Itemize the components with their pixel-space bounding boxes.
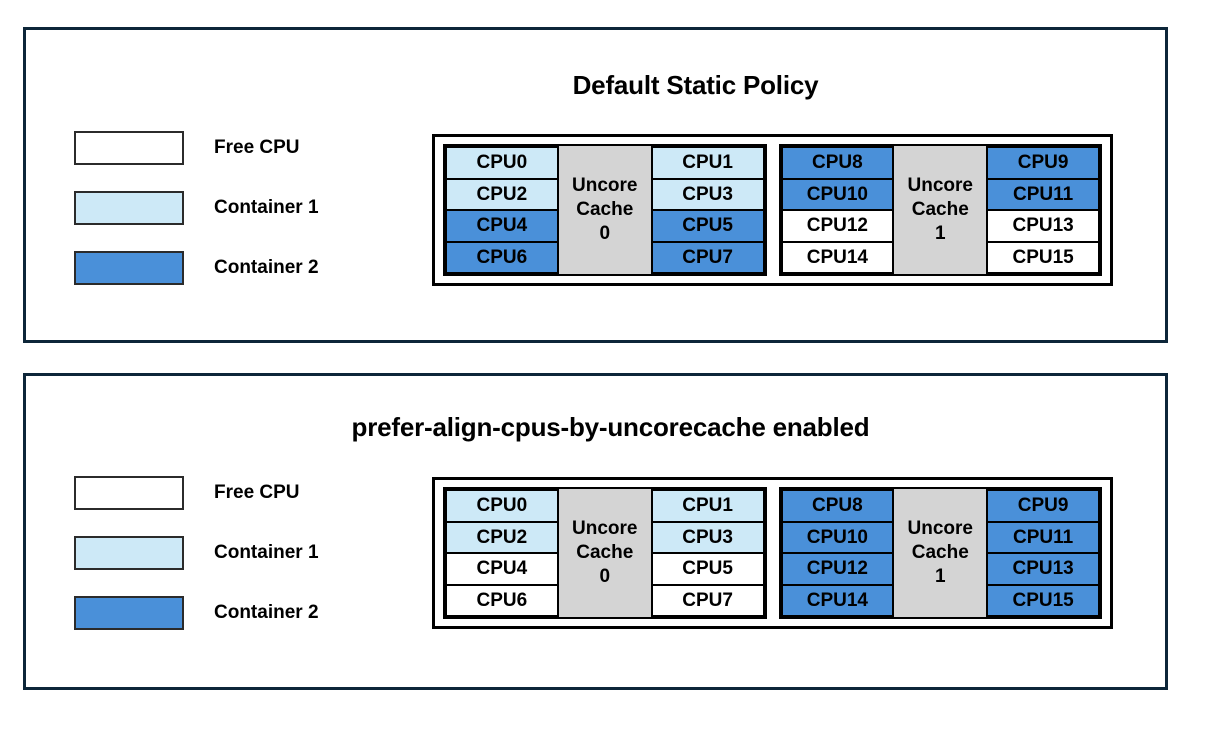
cpu-cell: CPU4 bbox=[445, 552, 559, 586]
uncore-cache-index: 0 bbox=[599, 566, 611, 588]
uncore-cache-group-1: CPU8 CPU10 CPU12 CPU14 Uncore Cache 1 CP… bbox=[778, 144, 1102, 276]
cpu-column-right: CPU1 CPU3 CPU5 CPU7 bbox=[650, 489, 765, 617]
cpu-cell: CPU5 bbox=[650, 209, 765, 243]
legend-label-free-cpu: Free CPU bbox=[214, 137, 300, 158]
cpu-column-right: CPU9 CPU11 CPU13 CPU15 bbox=[986, 489, 1100, 617]
cpu-topology-diagram: CPU0 CPU2 CPU4 CPU6 Uncore Cache 0 CPU1 … bbox=[432, 134, 1113, 286]
uncore-cache-group-1: CPU8 CPU10 CPU12 CPU14 Uncore Cache 1 CP… bbox=[778, 487, 1102, 619]
cpu-column-left: CPU8 CPU10 CPU12 CPU14 bbox=[780, 146, 895, 274]
legend-item-container-1: Container 1 bbox=[74, 535, 319, 571]
cpu-cell: CPU1 bbox=[650, 146, 765, 180]
cpu-cell: CPU13 bbox=[986, 552, 1100, 586]
cpu-cell: CPU11 bbox=[986, 177, 1100, 211]
uncore-cache-box: Uncore Cache 1 bbox=[894, 489, 987, 617]
cpu-cell: CPU12 bbox=[780, 552, 895, 586]
cpu-cell: CPU6 bbox=[445, 583, 559, 617]
legend-label-container-1: Container 1 bbox=[214, 542, 319, 563]
page-title: Default Static Policy bbox=[572, 70, 819, 100]
cpu-cell: CPU5 bbox=[650, 552, 765, 586]
legend-item-container-2: Container 2 bbox=[74, 250, 319, 286]
cpu-column-left: CPU0 CPU2 CPU4 CPU6 bbox=[445, 489, 559, 617]
cpu-cell: CPU8 bbox=[780, 489, 895, 523]
legend-swatch-container-2 bbox=[74, 596, 184, 630]
cpu-column-right: CPU9 CPU11 CPU13 CPU15 bbox=[986, 146, 1100, 274]
cpu-cell: CPU7 bbox=[650, 240, 765, 274]
policy-panel-prefer-align: prefer-align-cpus-by-uncorecache enabled… bbox=[23, 373, 1168, 690]
cpu-cell: CPU1 bbox=[650, 489, 765, 523]
legend-item-container-2: Container 2 bbox=[74, 595, 319, 631]
uncore-cache-index: 1 bbox=[934, 223, 946, 245]
uncore-cache-label-line2: Cache bbox=[911, 198, 969, 220]
uncore-cache-label-line2: Cache bbox=[576, 541, 634, 563]
uncore-cache-group-0: CPU0 CPU2 CPU4 CPU6 Uncore Cache 0 CPU1 … bbox=[443, 487, 767, 619]
cpu-cell: CPU15 bbox=[986, 583, 1100, 617]
uncore-cache-group-0: CPU0 CPU2 CPU4 CPU6 Uncore Cache 0 CPU1 … bbox=[443, 144, 767, 276]
uncore-cache-box: Uncore Cache 0 bbox=[558, 489, 651, 617]
cpu-column-right: CPU1 CPU3 CPU5 CPU7 bbox=[650, 146, 765, 274]
cpu-column-left: CPU8 CPU10 CPU12 CPU14 bbox=[780, 489, 895, 617]
cpu-cell: CPU10 bbox=[780, 177, 895, 211]
uncore-cache-index: 0 bbox=[599, 223, 611, 245]
cpu-cell: CPU8 bbox=[780, 146, 895, 180]
cpu-cell: CPU6 bbox=[445, 240, 559, 274]
uncore-cache-label-line1: Uncore bbox=[572, 174, 638, 196]
legend-label-container-1: Container 1 bbox=[214, 197, 319, 218]
cpu-cell: CPU4 bbox=[445, 209, 559, 243]
uncore-cache-label-line1: Uncore bbox=[907, 174, 973, 196]
cpu-cell: CPU11 bbox=[986, 520, 1100, 554]
cpu-cell: CPU14 bbox=[780, 583, 895, 617]
uncore-cache-box: Uncore Cache 0 bbox=[558, 146, 651, 274]
legend-swatch-free-cpu bbox=[74, 476, 184, 510]
cpu-cell: CPU13 bbox=[986, 209, 1100, 243]
legend-label-container-2: Container 2 bbox=[214, 257, 319, 278]
cpu-topology-diagram: CPU0 CPU2 CPU4 CPU6 Uncore Cache 0 CPU1 … bbox=[432, 477, 1113, 629]
uncore-cache-label-line1: Uncore bbox=[572, 517, 638, 539]
cpu-cell: CPU10 bbox=[780, 520, 895, 554]
uncore-cache-label-line2: Cache bbox=[576, 198, 634, 220]
legend-item-free-cpu: Free CPU bbox=[74, 475, 319, 511]
uncore-cache-index: 1 bbox=[934, 566, 946, 588]
legend-label-free-cpu: Free CPU bbox=[214, 482, 300, 503]
uncore-cache-label-line1: Uncore bbox=[907, 517, 973, 539]
legend-swatch-container-1 bbox=[74, 536, 184, 570]
legend-label-container-2: Container 2 bbox=[214, 602, 319, 623]
cpu-cell: CPU2 bbox=[445, 520, 559, 554]
cpu-cell: CPU15 bbox=[986, 240, 1100, 274]
cpu-cell: CPU14 bbox=[780, 240, 895, 274]
cpu-column-left: CPU0 CPU2 CPU4 CPU6 bbox=[445, 146, 559, 274]
policy-panel-default: Default Static Policy Free CPU Container… bbox=[23, 27, 1168, 343]
page-title: prefer-align-cpus-by-uncorecache enabled bbox=[351, 412, 870, 442]
legend-item-container-1: Container 1 bbox=[74, 190, 319, 226]
legend-item-free-cpu: Free CPU bbox=[74, 130, 319, 166]
cpu-cell: CPU9 bbox=[986, 489, 1100, 523]
cpu-cell: CPU3 bbox=[650, 177, 765, 211]
legend: Free CPU Container 1 Container 2 bbox=[74, 130, 319, 286]
cpu-cell: CPU0 bbox=[445, 146, 559, 180]
cpu-cell: CPU9 bbox=[986, 146, 1100, 180]
legend-swatch-container-1 bbox=[74, 191, 184, 225]
cpu-cell: CPU3 bbox=[650, 520, 765, 554]
cpu-cell: CPU7 bbox=[650, 583, 765, 617]
cpu-cell: CPU2 bbox=[445, 177, 559, 211]
cpu-cell: CPU0 bbox=[445, 489, 559, 523]
legend-swatch-container-2 bbox=[74, 251, 184, 285]
uncore-cache-label-line2: Cache bbox=[911, 541, 969, 563]
legend-swatch-free-cpu bbox=[74, 131, 184, 165]
legend: Free CPU Container 1 Container 2 bbox=[74, 475, 319, 631]
uncore-cache-box: Uncore Cache 1 bbox=[894, 146, 987, 274]
cpu-cell: CPU12 bbox=[780, 209, 895, 243]
